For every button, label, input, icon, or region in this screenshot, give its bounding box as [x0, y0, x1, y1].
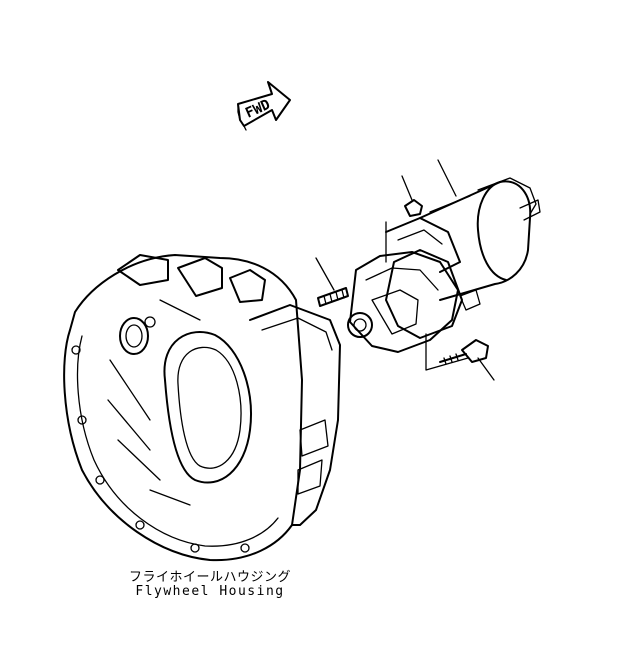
- flywheel-housing-drawing: [63, 254, 341, 562]
- fwd-arrow-icon: FWD: [237, 81, 291, 131]
- leader-lines: [315, 159, 495, 381]
- part-label-english: Flywheel Housing: [135, 584, 285, 599]
- starter-motor-drawing: [347, 177, 541, 353]
- stud-bolt-drawing: [317, 287, 349, 307]
- hex-bolt-drawing: [439, 339, 489, 365]
- part-label-japanese: フライホイールハウジング: [128, 570, 291, 585]
